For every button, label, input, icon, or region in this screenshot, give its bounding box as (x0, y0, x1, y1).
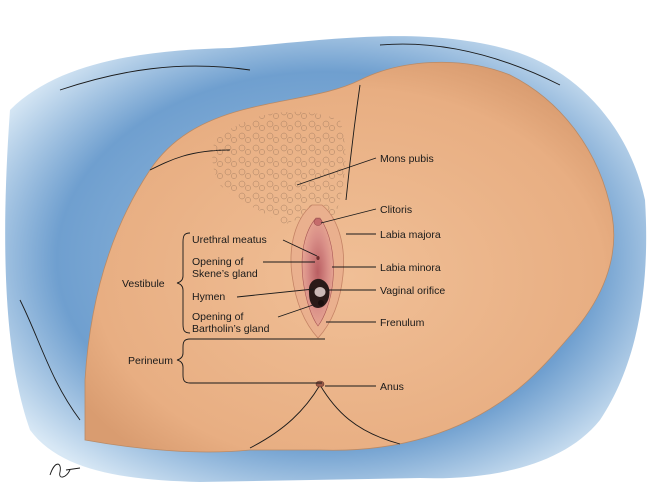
leader-urethral-meatus (282, 239, 318, 257)
artist-signature (49, 463, 81, 478)
label-bartholin-line1: Opening of (192, 311, 243, 323)
label-anus: Anus (380, 381, 404, 393)
label-vestibule: Vestibule (122, 278, 165, 290)
drape-fold (19, 299, 81, 421)
leader-clitoris (320, 208, 377, 224)
label-labia-majora: Labia majora (380, 229, 441, 241)
label-bartholin-line2: Bartholin’s gland (192, 323, 270, 335)
urethral-meatus-shape (316, 256, 320, 260)
clitoris-shape (313, 218, 323, 226)
label-mons-pubis: Mons pubis (380, 153, 434, 165)
leader-mons-pubis (296, 157, 377, 186)
drape-fold (59, 65, 251, 91)
anus-shape (315, 380, 325, 388)
label-skene-line2: Skene’s gland (192, 268, 258, 280)
hymen-shape (314, 287, 326, 297)
leader-hymen (236, 288, 315, 298)
label-hymen: Hymen (192, 291, 225, 303)
perineum-brace (176, 338, 191, 384)
leader-bartholin (277, 304, 314, 318)
orifice-dark (318, 300, 324, 306)
label-skene-line1: Opening of (192, 256, 243, 268)
label-urethral-meatus: Urethral meatus (192, 234, 267, 246)
label-clitoris: Clitoris (380, 204, 412, 216)
label-perineum: Perineum (128, 355, 173, 367)
label-frenulum: Frenulum (380, 317, 425, 329)
thigh-contour (345, 84, 361, 201)
pubic-hair (212, 111, 346, 225)
label-vaginal-orifice: Vaginal orifice (380, 285, 445, 297)
drape-fold (379, 43, 561, 86)
vestibule-brace (176, 232, 191, 334)
label-labia-minora: Labia minora (380, 262, 441, 274)
